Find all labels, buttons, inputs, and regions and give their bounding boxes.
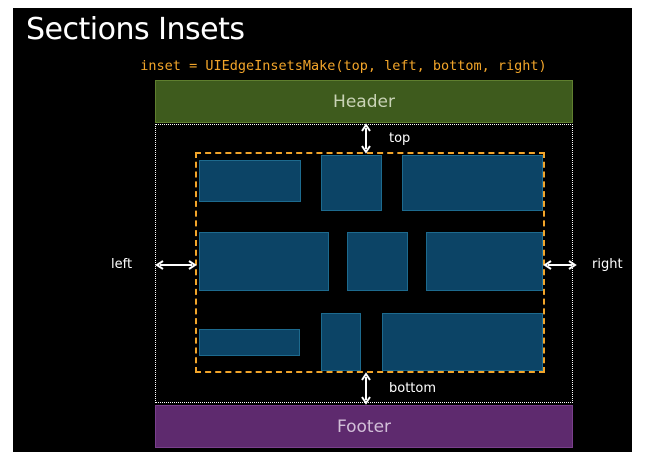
code-line: inset = UIEdgeInsetsMake(top, left, bott… [140, 58, 547, 74]
cell [199, 329, 300, 356]
right-label: right [592, 257, 623, 272]
cell [426, 232, 543, 291]
top-arrow-head [361, 123, 371, 154]
left-label: left [111, 257, 133, 272]
bottom-arrow-head [361, 372, 371, 405]
header-label: Header [333, 91, 395, 112]
left-arrow-head [155, 260, 197, 270]
cell [382, 313, 543, 371]
footer-band: Footer [155, 405, 573, 448]
header-band: Header [155, 80, 573, 123]
footer-label: Footer [336, 416, 392, 437]
cell [199, 160, 301, 202]
cell [321, 155, 382, 211]
right-arrow-head [543, 260, 577, 270]
bottom-label: bottom [389, 381, 437, 396]
top-label: top [389, 131, 411, 146]
cell [199, 232, 329, 291]
inset-bounds [195, 152, 545, 373]
slide-title: Sections Insets [26, 12, 245, 47]
cell [402, 155, 543, 211]
cell [347, 232, 408, 291]
cell [321, 313, 361, 371]
